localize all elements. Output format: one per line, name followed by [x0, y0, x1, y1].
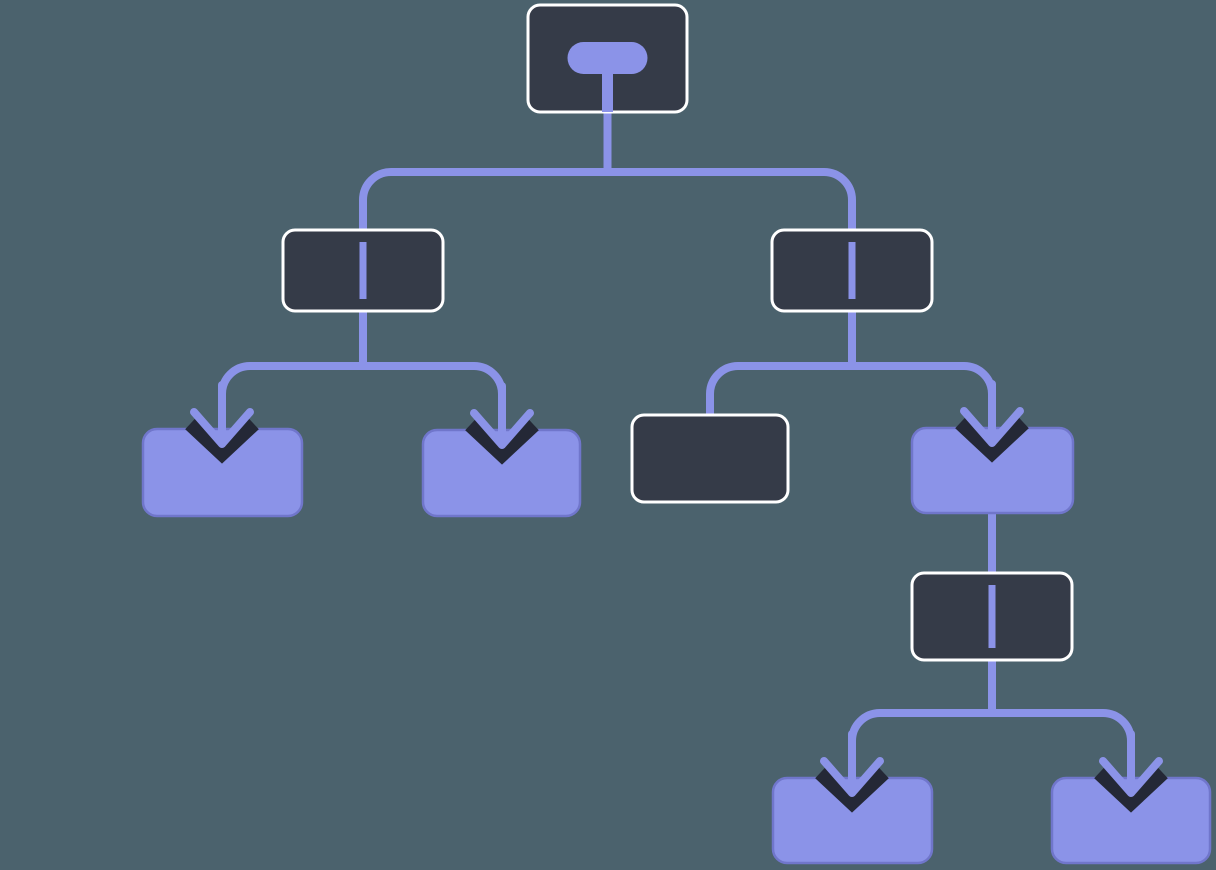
- arrow-down-icon: [465, 382, 539, 465]
- through-line-segment: [988, 585, 996, 648]
- connector-line: [359, 168, 856, 230]
- chevron-dark-shape: [465, 417, 539, 465]
- chevron-dark-shape: [955, 415, 1029, 463]
- through-line-segment: [359, 242, 367, 299]
- arrow-down-icon: [955, 380, 1029, 463]
- root-stem-line: [602, 58, 613, 112]
- chevron-dark-shape: [185, 416, 259, 464]
- root-pill-icon: [567, 42, 648, 74]
- connector-line: [848, 709, 1135, 780]
- result-node-dark[interactable]: [630, 413, 790, 504]
- chevron-dark-shape: [1094, 765, 1168, 813]
- arrow-down-icon: [185, 381, 259, 464]
- through-line-segment: [848, 242, 856, 299]
- chevron-dark-shape: [815, 765, 889, 813]
- arrow-down-icon: [1094, 730, 1168, 813]
- arrow-down-icon: [815, 730, 889, 813]
